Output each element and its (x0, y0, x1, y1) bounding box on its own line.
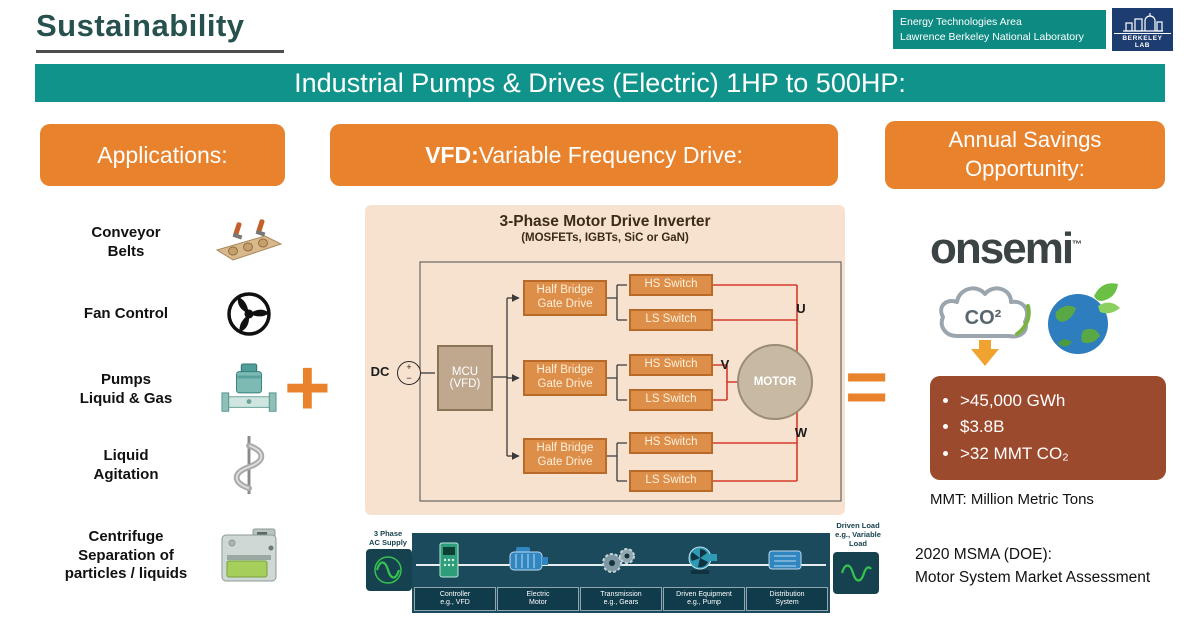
chain-stage-label: Controller e.g., VFD (414, 587, 496, 611)
dc-plus: + (406, 362, 412, 372)
gate-drive-block: Half Bridge Gate Drive (523, 280, 607, 316)
chain-icons-row (414, 533, 828, 587)
agitator-icon (210, 434, 288, 498)
chain-stage-label: Distribution System (746, 587, 828, 611)
chain-labels-row: Controller e.g., VFD Electric Motor Tran… (414, 587, 828, 611)
onsemi-trademark: ™ (1072, 239, 1083, 251)
conveyor-belt-icon (210, 218, 288, 268)
phase-v-label: V (720, 357, 730, 372)
chain-stage-label: Driven Equipment e.g., Pump (663, 587, 745, 611)
plus-operator: + (284, 343, 331, 432)
savings-bullet-list: >45,000 GWh $3.8B >32 MMT CO₂ (960, 388, 1156, 467)
ac-supply-icon (366, 549, 412, 591)
co2-cloud-icon: CO² (939, 286, 1031, 366)
berkeley-building-icon (1122, 13, 1163, 32)
app-row-pumps: Pumps Liquid & Gas (42, 362, 288, 418)
savings-bullet: >32 MMT CO₂ (960, 441, 1156, 467)
hs-switch-block: HS Switch (629, 274, 713, 296)
app-row-conveyor: Conveyor Belts (42, 216, 288, 270)
drive-chain-diagram: Controller e.g., VFD Electric Motor Tran… (412, 533, 830, 613)
title-underline (36, 50, 284, 53)
source-line1: 2020 MSMA (DOE): (915, 546, 1052, 563)
circuit-wires (419, 261, 842, 502)
app-row-centrifuge: Centrifuge Separation of particles / liq… (42, 514, 288, 598)
applications-header: Applications: (40, 124, 285, 186)
co2-cloud-label: CO² (965, 307, 1002, 329)
app-label: Conveyor Belts (91, 224, 161, 260)
earth-leaf-icon (1048, 283, 1120, 354)
savings-header: Annual Savings Opportunity: (885, 121, 1165, 189)
vfd-controller-icon (439, 542, 459, 578)
vfd-header-rest: Variable Frequency Drive: (478, 141, 743, 168)
page-title: Sustainability (36, 8, 245, 43)
gate-drive-block: Half Bridge Gate Drive (523, 360, 607, 396)
dc-label: DC (370, 364, 390, 379)
org-badge: Energy Technologies Area Lawrence Berkel… (893, 10, 1106, 49)
distribution-system-icon (768, 550, 802, 570)
dc-source-icon: + − (397, 361, 421, 385)
centrifuge-icon (210, 527, 288, 585)
savings-bullet: $3.8B (960, 414, 1156, 440)
motor-block: MOTOR (737, 344, 813, 420)
inverter-diagram: 3-Phase Motor Drive Inverter (MOSFETs, I… (365, 205, 845, 515)
electric-motor-icon (509, 547, 548, 571)
driven-pump-icon (688, 546, 718, 574)
vfd-header: VFD: Variable Frequency Drive: (330, 124, 838, 186)
app-label: Pumps Liquid & Gas (79, 371, 173, 407)
gate-drive-block: Half Bridge Gate Drive (523, 438, 607, 474)
onsemi-wordmark: onsemi (930, 224, 1074, 273)
phase-u-label: U (796, 301, 806, 316)
onsemi-logo: onsemi™ (930, 224, 1130, 274)
vfd-header-bold: VFD: (425, 141, 479, 168)
chain-stage-label: Transmission e.g., Gears (580, 587, 662, 611)
savings-bullet: >45,000 GWh (960, 388, 1156, 414)
hs-switch-block: HS Switch (629, 432, 713, 454)
app-label: Fan Control (83, 304, 169, 322)
ac-supply-label: 3 Phase AC Supply (369, 529, 407, 547)
fan-icon (210, 291, 288, 337)
hs-switch-block: HS Switch (629, 354, 713, 376)
chain-stage-label: Electric Motor (497, 587, 579, 611)
app-row-fan: Fan Control (42, 292, 288, 336)
driven-load-icon (833, 552, 879, 594)
inverter-title: 3-Phase Motor Drive Inverter (499, 213, 711, 230)
mcu-vfd-block: MCU (VFD) (437, 345, 493, 411)
org-line2: Lawrence Berkeley National Laboratory (900, 30, 1084, 43)
source-line2: Motor System Market Assessment (915, 569, 1151, 587)
ls-switch-block: LS Switch (629, 389, 713, 411)
inverter-subtitle: (MOSFETs, IGBTs, SiC or GaN) (521, 232, 689, 244)
savings-box: >45,000 GWh $3.8B >32 MMT CO₂ (930, 376, 1166, 480)
berkeley-lab-logo: BERKELEY LAB (1112, 8, 1173, 51)
berkeley-lab-wordmark: BERKELEY LAB (1114, 33, 1171, 49)
ls-switch-block: LS Switch (629, 309, 713, 331)
source-note: 2020 MSMA (DOE): Motor System Market Ass… (915, 543, 1150, 590)
app-row-agitation: Liquid Agitation (42, 435, 288, 495)
banner: Industrial Pumps & Drives (Electric) 1HP… (35, 64, 1165, 102)
app-label: Liquid Agitation (93, 447, 159, 483)
org-line1: Energy Technologies Area (900, 16, 1022, 28)
driven-load-label: Driven Load e.g., Variable Load (835, 521, 881, 548)
transmission-gears-icon (601, 548, 635, 573)
equals-operator: = (845, 345, 889, 428)
pump-icon (210, 362, 288, 418)
app-label: Centrifuge Separation of particles / liq… (64, 527, 188, 583)
dc-minus: − (406, 373, 412, 383)
mmt-footnote: MMT: Million Metric Tons (930, 491, 1094, 508)
ls-switch-block: LS Switch (629, 470, 713, 492)
phase-w-label: W (794, 425, 808, 440)
